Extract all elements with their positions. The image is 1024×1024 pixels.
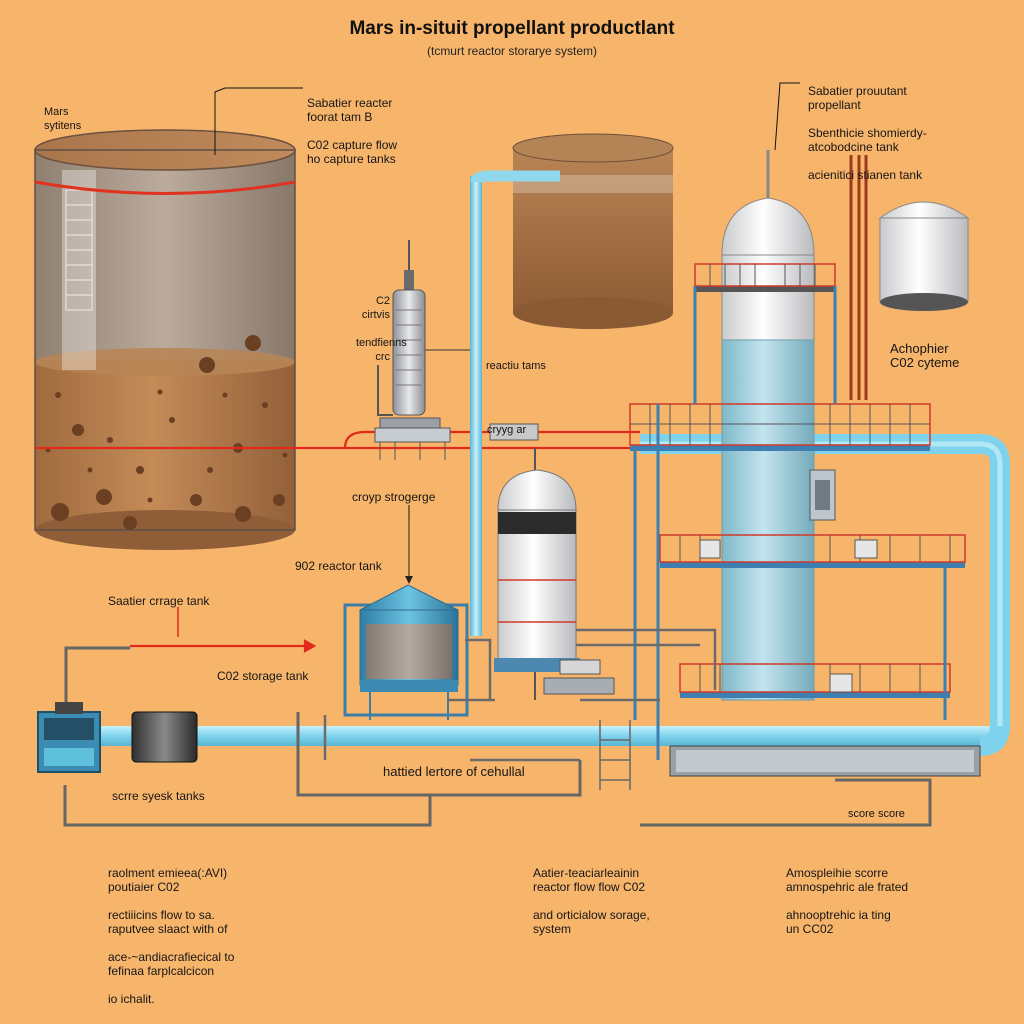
label-croyp-strogerge: croyp strogerge <box>352 490 436 504</box>
label-score-score: score score <box>848 808 905 820</box>
label-saatier-crrage: Saatier crrage tank <box>108 594 210 608</box>
reactor-column <box>374 240 539 460</box>
label-reactiu-tams: reactiu tams <box>486 360 546 372</box>
return-pipes <box>63 646 932 827</box>
label-hattied: hattied lertore of cehullal <box>383 764 525 779</box>
blue-reactor-tank <box>343 505 469 720</box>
white-pressure-tank <box>494 448 580 700</box>
platform-structure <box>599 263 981 790</box>
diagram-subtitle: (tcmurt reactor storarye system) <box>426 44 598 58</box>
label-cryyg: cryyg ar <box>487 424 527 436</box>
gauge-marks <box>66 204 92 296</box>
label-bottom-left: raolment emieea(:AVI)poutiaier C02 recti… <box>108 866 235 1006</box>
steel-cylinder <box>131 711 198 763</box>
small-regolith-tank <box>512 133 674 329</box>
vent-pipes <box>849 155 868 400</box>
connecting-pipework <box>323 628 717 762</box>
label-reactor-tank-902: 902 reactor tank <box>295 559 382 573</box>
red-flow-line <box>35 430 640 653</box>
valve-rack <box>543 659 615 695</box>
label-scrre-syesk: scrre syesk tanks <box>112 789 205 803</box>
label-c02-storage: C02 storage tank <box>217 669 309 683</box>
annotation-lines <box>214 82 800 520</box>
regolith-storage-tank <box>34 129 296 550</box>
pump-unit <box>37 702 101 773</box>
white-storage-tank <box>878 201 970 311</box>
main-supply-pipe <box>100 434 1010 756</box>
feed-pipe-vertical <box>470 170 560 636</box>
distillation-column <box>721 150 836 701</box>
diagram-title: Mars in-situit propellant productlant <box>349 18 675 39</box>
